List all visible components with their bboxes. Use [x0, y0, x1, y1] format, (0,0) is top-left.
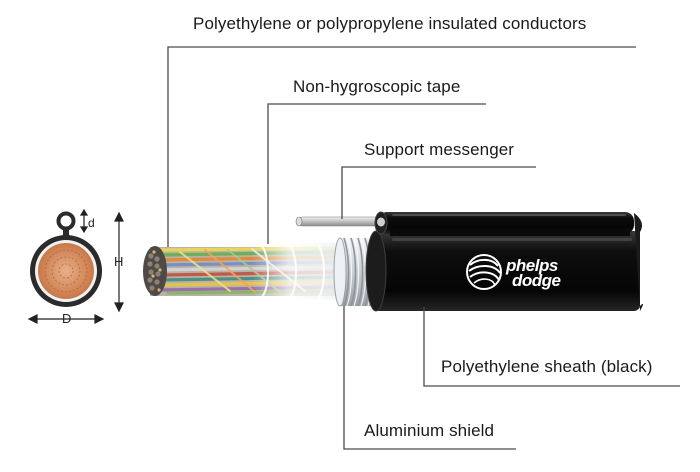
conductor-core-section [38, 243, 94, 299]
dimension-label-d: d [88, 216, 95, 230]
callout-aluminium-shield: Aluminium shield [364, 421, 495, 440]
cross-section [30, 211, 102, 307]
callout-insulated-conductors: Polyethylene or polypropylene insulated … [193, 14, 587, 33]
phelps-dodge-logo-icon [466, 254, 502, 290]
leader-lines [167, 46, 680, 450]
callout-non-hygroscopic-tape: Non-hygroscopic tape [293, 77, 461, 96]
dimension-markers [27, 208, 124, 324]
callout-support-messenger: Support messenger [364, 140, 515, 159]
callout-polyethylene-sheath: Polyethylene sheath (black) [441, 357, 653, 376]
dimension-label-D: D [62, 311, 72, 326]
dimension-label-H: H [114, 254, 124, 269]
logo-text-line1: phelps [506, 256, 558, 275]
logo-text-line2: dodge [512, 271, 561, 290]
cable [143, 211, 643, 312]
polyethylene-sheath [365, 211, 643, 312]
messenger-section [56, 211, 76, 231]
